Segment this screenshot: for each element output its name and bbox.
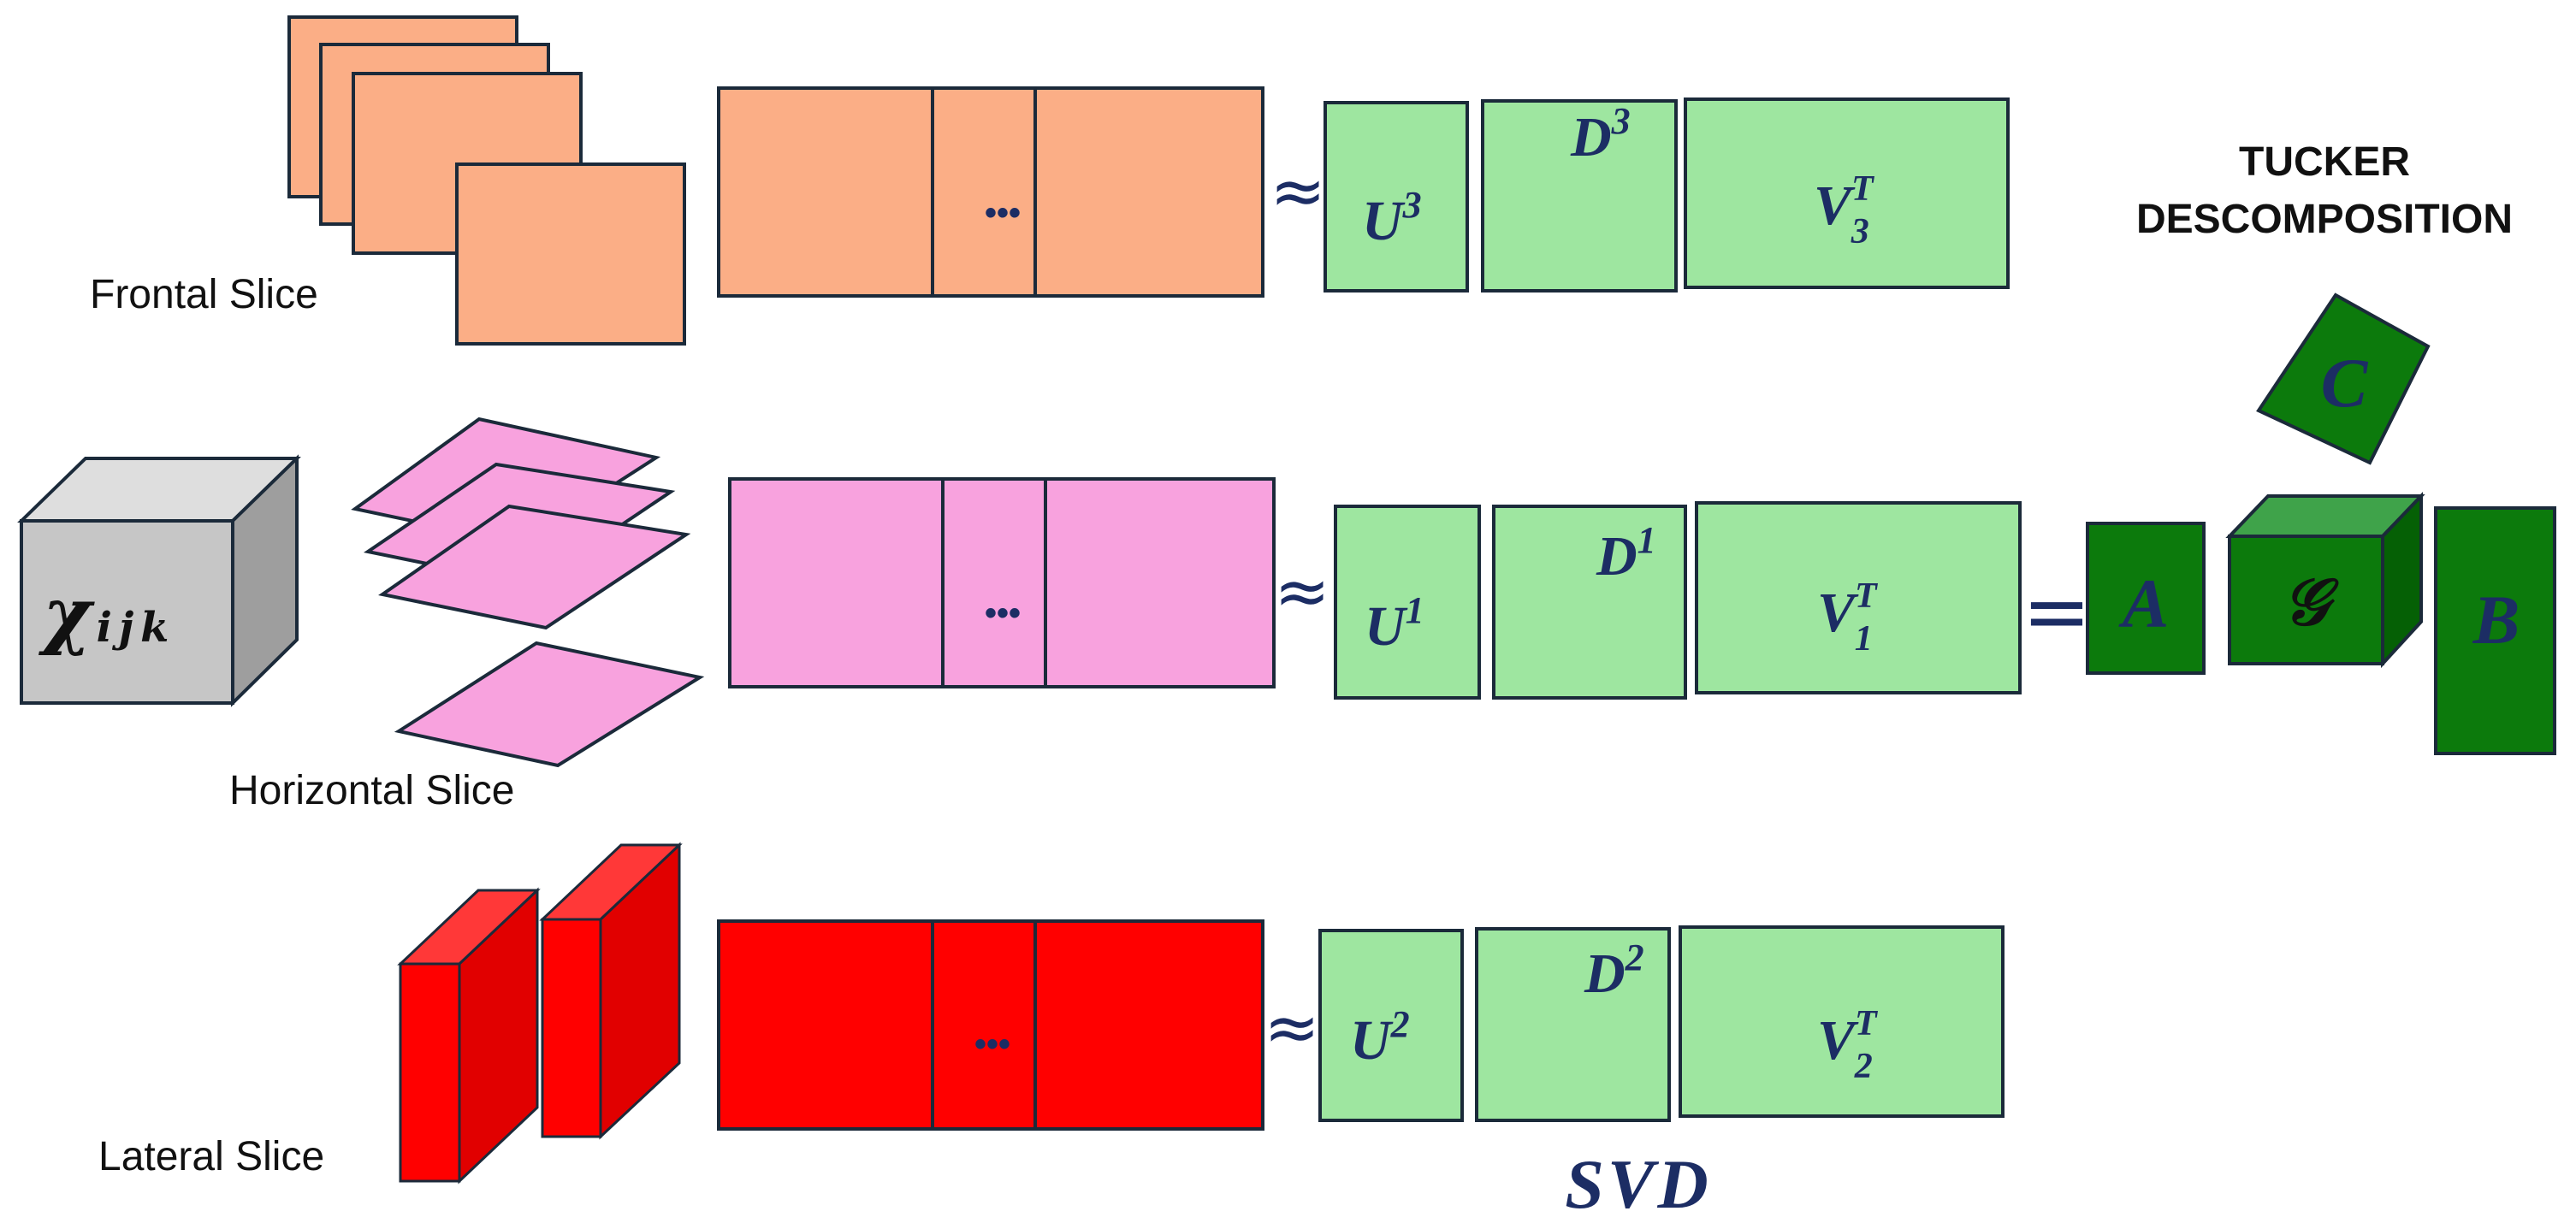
svd-mode1-D-block: [1492, 505, 1687, 700]
horizontal-slice-4: [394, 641, 705, 768]
equals-sign: =: [2022, 564, 2091, 659]
svd-label: SVD: [1565, 1145, 1712, 1223]
lateral-slice-1: [397, 887, 541, 1185]
lateral-slice-2: [539, 842, 683, 1140]
lateral-ellipsis: •••: [974, 1025, 1010, 1063]
horizontal-slices-stack: [351, 417, 705, 768]
tensor-indices: ijk: [97, 604, 176, 652]
tucker-factor-C: C: [2256, 292, 2431, 465]
svd-mode1-V-block: [1695, 501, 2022, 694]
svd-mode3-U-label: U3: [1362, 184, 1422, 252]
frontal-ellipsis: •••: [985, 194, 1021, 232]
svd-mode3-D-label: D3: [1570, 100, 1631, 168]
tucker-B-block: [2434, 506, 2556, 755]
tucker-C-block: [2256, 292, 2431, 465]
frontal-unfolding: •••: [717, 86, 1264, 298]
horizontal-ellipsis: •••: [985, 594, 1021, 632]
svd-mode3-D-block: [1481, 99, 1678, 292]
svd-mode2-D-label: D2: [1584, 937, 1644, 1005]
svd-mode1-D-label: D1: [1596, 519, 1656, 588]
tucker-C-label: C: [2321, 344, 2369, 422]
svd-mode2-V-block: [1679, 925, 2005, 1118]
approx-sign-mode2: ≈: [1264, 990, 1319, 1067]
approx-sign-mode1: ≈: [1274, 553, 1329, 630]
horizontal-unfolding-block: [728, 477, 1276, 688]
approx-sign-mode3: ≈: [1270, 153, 1325, 230]
tucker-title-line2: DESCOMPOSITION: [2136, 197, 2513, 242]
svd-mode1-U-label: U1: [1365, 589, 1424, 658]
frontal-slices-stack: [287, 15, 686, 346]
svd-mode2-U-block: [1318, 929, 1464, 1122]
frontal-slice-4: [455, 162, 686, 346]
tucker-factor-B: B: [2434, 506, 2556, 755]
lateral-slices-stack: [397, 842, 683, 1185]
tucker-factor-A: A: [2086, 522, 2206, 675]
svd-mode2-U-label: U2: [1350, 1003, 1410, 1072]
tucker-core-tensor: 𝒢: [2225, 492, 2425, 669]
tucker-core-front: [2228, 535, 2384, 665]
tucker-A-label: A: [2118, 564, 2170, 642]
horizontal-slice-label: Horizontal Slice: [229, 768, 514, 813]
svd-mode3-U-block: [1324, 101, 1469, 292]
tucker-A-block: [2086, 522, 2206, 675]
horizontal-unfolding: •••: [728, 477, 1276, 688]
tucker-B-label: B: [2472, 581, 2520, 659]
lateral-slice-label: Lateral Slice: [98, 1134, 324, 1179]
lateral-unfolding: •••: [717, 919, 1264, 1131]
lateral-unfolding-block: [717, 919, 1264, 1131]
svd-mode3-V-block: [1684, 97, 2010, 289]
tensor-cube-front: [20, 519, 234, 705]
svd-mode2-D-block: [1475, 927, 1671, 1122]
tucker-title-line1: TUCKER: [2239, 139, 2410, 185]
svd-mode1-U-block: [1334, 505, 1481, 700]
horizontal-slice-3: [378, 504, 691, 630]
frontal-slice-label: Frontal Slice: [90, 272, 318, 317]
frontal-unfolding-block: [717, 86, 1264, 298]
